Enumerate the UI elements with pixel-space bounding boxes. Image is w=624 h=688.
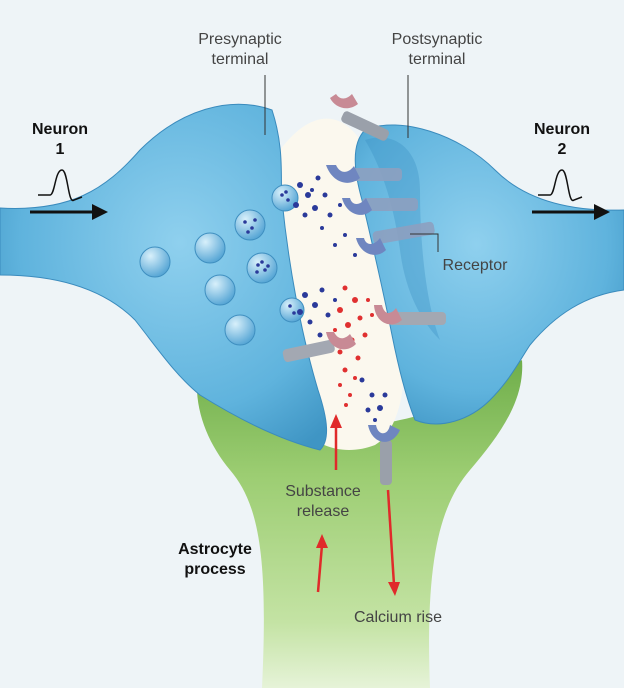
neuron2-label-line2: 2 (557, 141, 567, 158)
postsynaptic-label: Postsynaptic terminal (372, 30, 502, 70)
neuron1-spike-icon (38, 169, 83, 201)
neuron2-spike-icon (538, 169, 583, 201)
neuron2-label: Neuron 2 (522, 120, 602, 160)
postsynaptic-label-line2: terminal (408, 51, 466, 68)
receptor-label: Receptor (442, 257, 508, 274)
presynaptic-neuron-shape (0, 103, 328, 451)
neuron1-label: Neuron 1 (20, 120, 100, 160)
neuron2-arrowhead-icon (594, 204, 610, 220)
astrocyte-label-line2: process (184, 561, 246, 578)
neurotransmitter-dots (293, 175, 388, 422)
substance-release-label: Substance release (268, 482, 378, 522)
presynaptic-label: Presynaptic terminal (180, 30, 300, 70)
receptor-leader-line (410, 233, 439, 252)
red-arrows (316, 414, 400, 596)
synaptic-vesicles (139, 184, 305, 346)
substance-release-line2: release (296, 503, 350, 520)
presynaptic-label-line2: terminal (211, 51, 269, 68)
neuron1-label-line2: 1 (55, 141, 65, 158)
calcium-rise-label: Calcium rise (353, 609, 442, 626)
receptor-group (282, 94, 446, 485)
presynaptic-label-line1: Presynaptic (198, 31, 282, 48)
astrocyte-process-shape (196, 360, 523, 688)
astrocyte-label-line1: Astrocyte (178, 541, 252, 558)
neuron1-label-line1: Neuron (32, 121, 88, 138)
neuron1-arrowhead-icon (92, 204, 108, 220)
neuron2-label-line1: Neuron (534, 121, 590, 138)
release-dots-red (333, 285, 374, 407)
astrocyte-label: Astrocyte process (160, 540, 270, 580)
postsynaptic-label-line1: Postsynaptic (391, 31, 483, 48)
substance-release-line1: Substance (285, 483, 361, 500)
